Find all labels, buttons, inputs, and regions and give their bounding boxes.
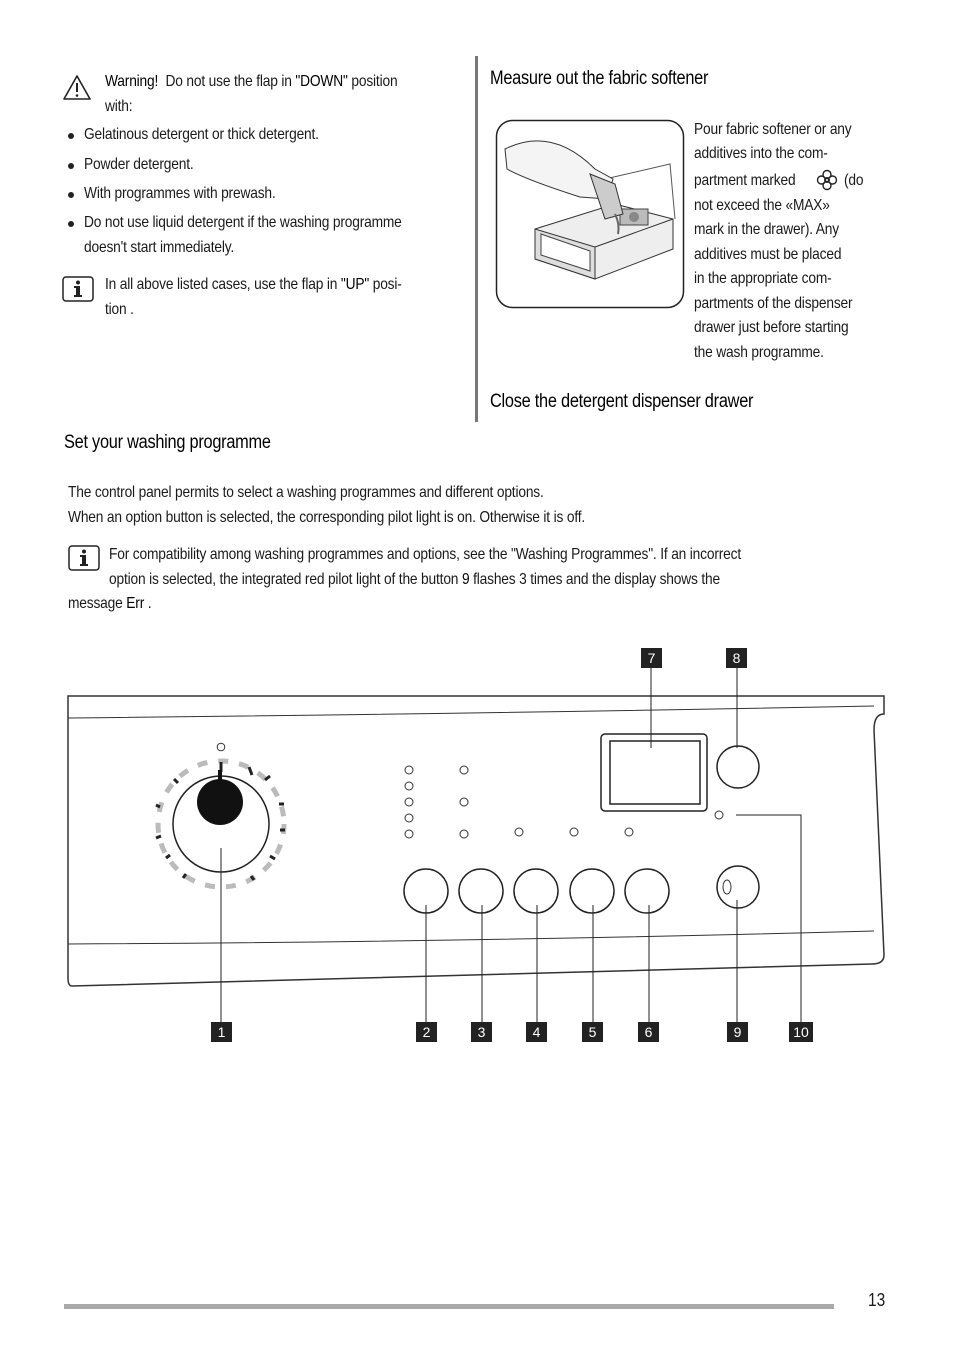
heading-softener: Measure out the fabric softener: [490, 68, 709, 89]
bullet-dot: [68, 192, 74, 198]
bullet-dot: [68, 163, 74, 169]
warning-down: "DOWN": [295, 73, 348, 90]
label-3: 3: [471, 1022, 492, 1042]
softener-line: Pour fabric softener or any: [694, 121, 852, 138]
dispenser-drawer-illustration: [495, 119, 685, 309]
info-text-2: posi-: [372, 276, 402, 293]
programme-info-1: For compatibility among washing programm…: [109, 546, 742, 563]
label-4: 4: [526, 1022, 547, 1042]
bullet-item: Powder detergent.: [84, 156, 194, 173]
label-5: 5: [582, 1022, 603, 1042]
warning-text: Do not use the flap in: [165, 73, 292, 90]
warning-label: Warning!: [105, 73, 159, 90]
programme-para-2: When an option button is selected, the c…: [68, 509, 586, 526]
label-10: 10: [789, 1022, 813, 1042]
programme-info-3a: message: [68, 595, 123, 612]
label-2: 2: [416, 1022, 437, 1042]
err-message: Err: [126, 595, 145, 612]
softener-line: in the appropriate com-: [694, 270, 832, 287]
warning-text-2: position: [351, 73, 398, 90]
footer-rule: [64, 1304, 834, 1309]
info-text: In all above listed cases, use the flap …: [105, 276, 338, 293]
softener-line: partments of the dispenser: [694, 295, 853, 312]
softener-line: drawer just before starting: [694, 319, 849, 336]
bullet-item: Do not use liquid detergent if the washi…: [84, 214, 402, 231]
button-9-ref: 9: [461, 571, 470, 588]
info-up: "UP": [340, 276, 370, 293]
info-icon: [62, 276, 94, 302]
label-8: 8: [726, 648, 747, 668]
bullet-item-cont: doesn't start immediately.: [84, 239, 235, 256]
softener-line: (do: [844, 172, 864, 189]
softener-line: not exceed the «MAX»: [694, 197, 830, 214]
warning-text-3: with:: [105, 98, 133, 115]
heading-programme: Set your washing programme: [64, 432, 271, 453]
softener-line: mark in the drawer). Any: [694, 221, 840, 238]
bullet-dot: [68, 133, 74, 139]
warning-triangle-icon: [63, 75, 91, 100]
softener-line: additives must be placed: [694, 246, 842, 263]
bullet-dot: [68, 221, 74, 227]
page-number: 13: [868, 1290, 886, 1310]
programme-para-1: The control panel permits to select a wa…: [68, 484, 544, 501]
bullet-item: With programmes with prewash.: [84, 185, 276, 202]
bullet-item: Gelatinous detergent or thick detergent.: [84, 126, 319, 143]
softener-line: partment marked: [694, 172, 796, 189]
label-1: 1: [211, 1022, 232, 1042]
programme-info-3b: .: [147, 595, 152, 612]
programme-info-2b: flashes 3 times and the display shows th…: [473, 571, 720, 588]
info-text-3: tion .: [105, 301, 134, 318]
info-icon: [68, 545, 100, 571]
label-7: 7: [641, 648, 662, 668]
flower-softener-icon: [816, 169, 838, 191]
label-6: 6: [638, 1022, 659, 1042]
control-panel-diagram: [67, 668, 885, 1022]
label-9: 9: [727, 1022, 748, 1042]
softener-line: the wash programme.: [694, 344, 824, 361]
column-divider: [475, 56, 478, 422]
programme-info-2a: option is selected, the integrated red p…: [109, 571, 459, 588]
softener-line: additives into the com-: [694, 145, 828, 162]
heading-close-drawer: Close the detergent dispenser drawer: [490, 391, 754, 412]
